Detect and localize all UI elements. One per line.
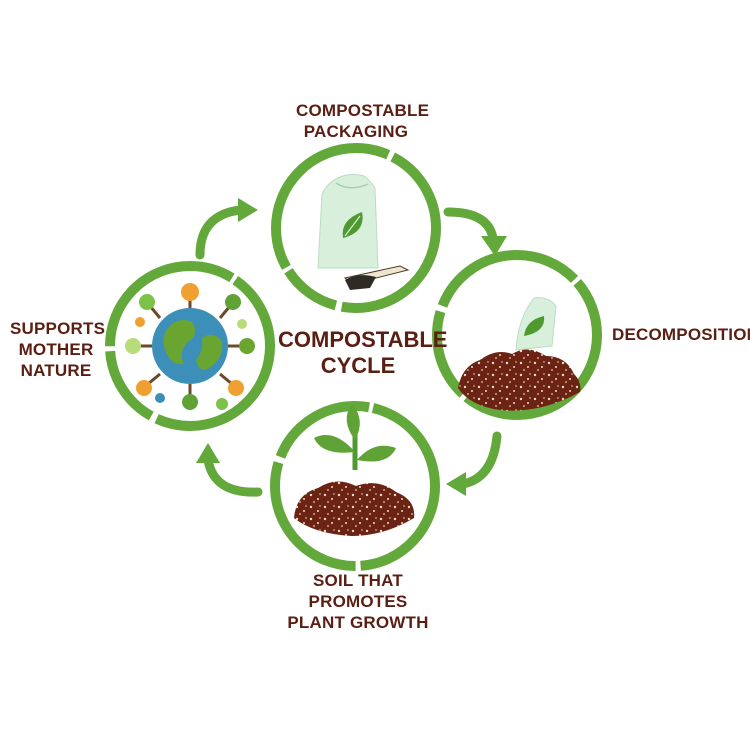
arrow-earth-to-packaging <box>195 198 258 260</box>
label-line: NATURE <box>20 361 92 380</box>
label-line: DECOMPOSITION <box>612 325 750 344</box>
label-supports-mother-nature: SUPPORTS MOTHER NATURE <box>10 318 106 381</box>
label-line: PACKAGING <box>303 122 409 141</box>
label-soil-plant-growth: SOIL THAT PROMOTES PLANT GROWTH <box>268 570 448 633</box>
label-line: SUPPORTS <box>10 319 106 338</box>
center-title-line2: CYCLE <box>320 353 396 378</box>
label-line: COMPOSTABLE <box>296 101 430 120</box>
label-compostable-packaging: COMPOSTABLE PACKAGING <box>296 100 430 142</box>
arrow-soil-to-earth <box>196 443 263 497</box>
earth-trees-icon <box>125 283 255 410</box>
label-line: SOIL THAT PROMOTES <box>308 571 408 611</box>
center-title: COMPOSTABLE CYCLE <box>278 327 448 379</box>
decomposing-bag-icon <box>458 297 581 411</box>
center-title-line1: COMPOSTABLE <box>278 327 448 352</box>
packaging-bag-icon <box>317 173 410 290</box>
label-line: MOTHER <box>18 340 94 359</box>
sprout-soil-icon <box>294 404 415 536</box>
arrow-decomposition-to-soil <box>446 431 502 496</box>
label-decomposition: DECOMPOSITION <box>612 324 750 345</box>
arrow-packaging-to-decomposition <box>443 207 507 256</box>
label-line: PLANT GROWTH <box>287 613 429 632</box>
